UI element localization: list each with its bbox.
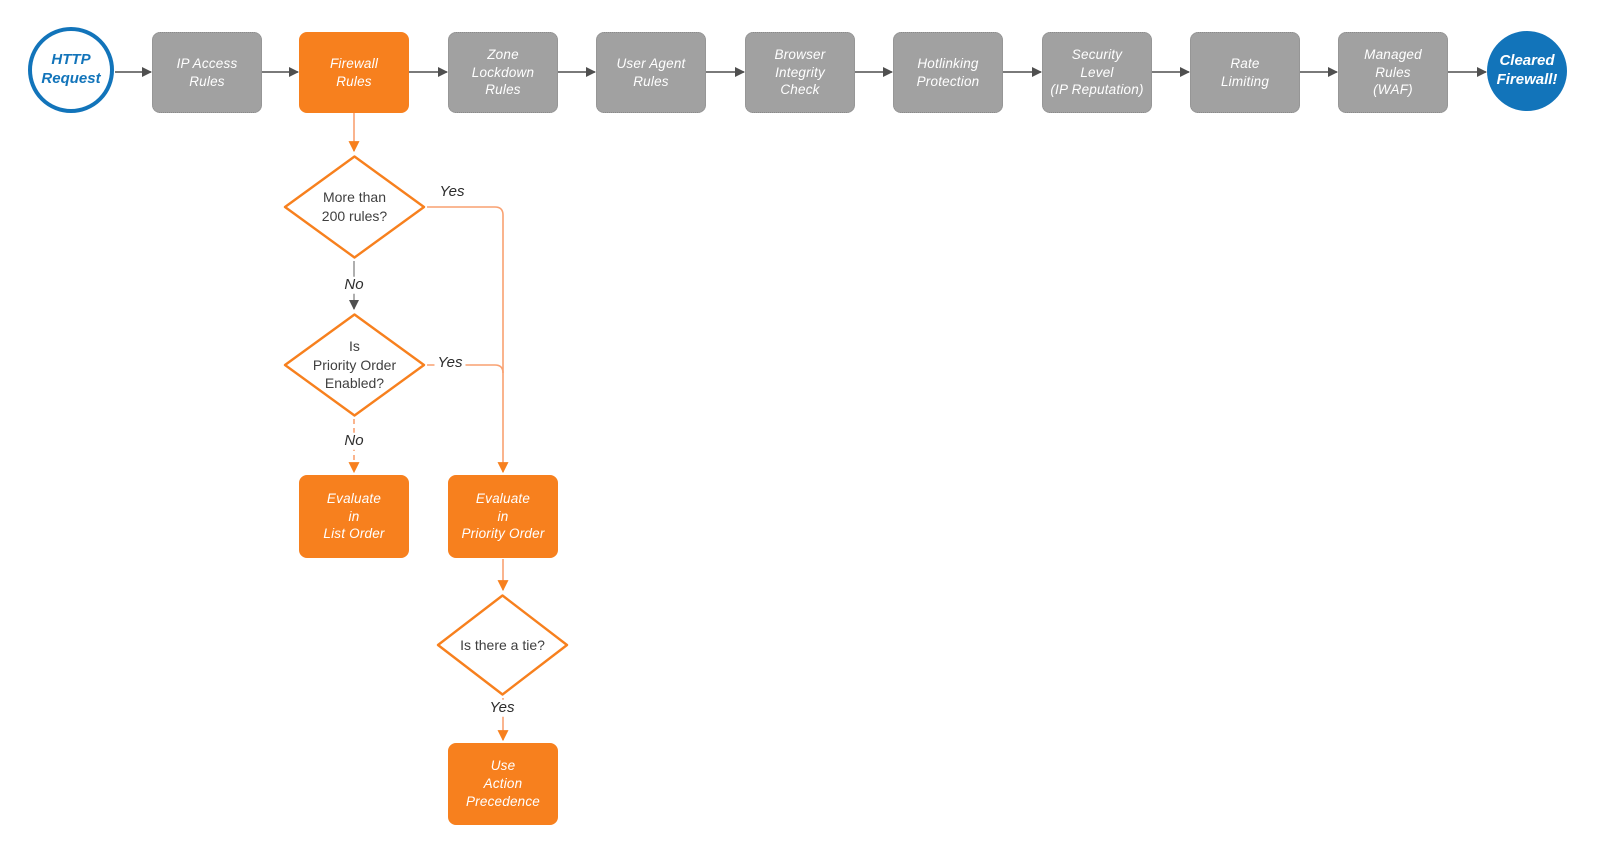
node-zone-lockdown-rules: Zone Lockdown Rules: [448, 32, 558, 113]
diamond-shape: [283, 155, 426, 259]
edge-label-yes-1: Yes: [439, 182, 465, 200]
node-browser-integrity-check: Browser Integrity Check: [745, 32, 855, 113]
node-managed-rules-waf: Managed Rules (WAF): [1338, 32, 1448, 113]
node-label: Use Action Precedence: [465, 758, 541, 809]
node-label: Evaluate in Priority Order: [461, 490, 545, 542]
node-label: Rate Limiting: [1220, 55, 1270, 89]
decision-more-than-200-rules: More than 200 rules?: [282, 154, 427, 260]
decision-label: More than 200 rules?: [321, 189, 388, 224]
diamond-shape: [283, 313, 426, 417]
node-label: Security Level (IP Reputation): [1050, 46, 1144, 98]
decision-is-there-a-tie: Is there a tie?: [435, 593, 570, 697]
node-label: IP Access Rules: [176, 55, 238, 89]
node-rate-limiting: Rate Limiting: [1190, 32, 1300, 113]
node-evaluate-in-priority-order: Evaluate in Priority Order: [448, 475, 558, 558]
edge-label-no-2: No: [341, 432, 367, 450]
decision-label: Is there a tie?: [460, 636, 545, 653]
node-label: Browser Integrity Check: [774, 46, 826, 98]
node-label: Managed Rules (WAF): [1364, 46, 1422, 98]
decision-label: Is Priority Order Enabled?: [312, 337, 397, 392]
node-user-agent-rules: User Agent Rules: [596, 32, 706, 113]
node-label: User Agent Rules: [616, 55, 686, 89]
node-firewall-rules: Firewall Rules: [299, 32, 409, 113]
node-label: Zone Lockdown Rules: [471, 46, 535, 98]
node-label: HTTP Request: [41, 51, 101, 87]
node-hotlinking-protection: Hotlinking Protection: [893, 32, 1003, 113]
node-http-request: HTTP Request: [28, 27, 114, 113]
node-evaluate-in-list-order: Evaluate in List Order: [299, 475, 409, 558]
diamond-shape: [436, 594, 569, 696]
node-ip-access-rules: IP Access Rules: [152, 32, 262, 113]
edge-label-no-1: No: [341, 276, 367, 294]
edge-label-yes-2: Yes: [434, 354, 466, 372]
node-use-action-precedence: Use Action Precedence: [448, 743, 558, 825]
node-label: Firewall Rules: [329, 55, 379, 89]
node-label: Evaluate in List Order: [323, 490, 385, 542]
node-label: Cleared Firewall!: [1496, 52, 1558, 88]
edge-label-yes-3: Yes: [486, 699, 518, 717]
decision-priority-order-enabled: Is Priority Order Enabled?: [282, 312, 427, 418]
node-label: Hotlinking Protection: [916, 55, 980, 89]
node-cleared-firewall: Cleared Firewall!: [1487, 31, 1567, 111]
node-security-level: Security Level (IP Reputation): [1042, 32, 1152, 113]
